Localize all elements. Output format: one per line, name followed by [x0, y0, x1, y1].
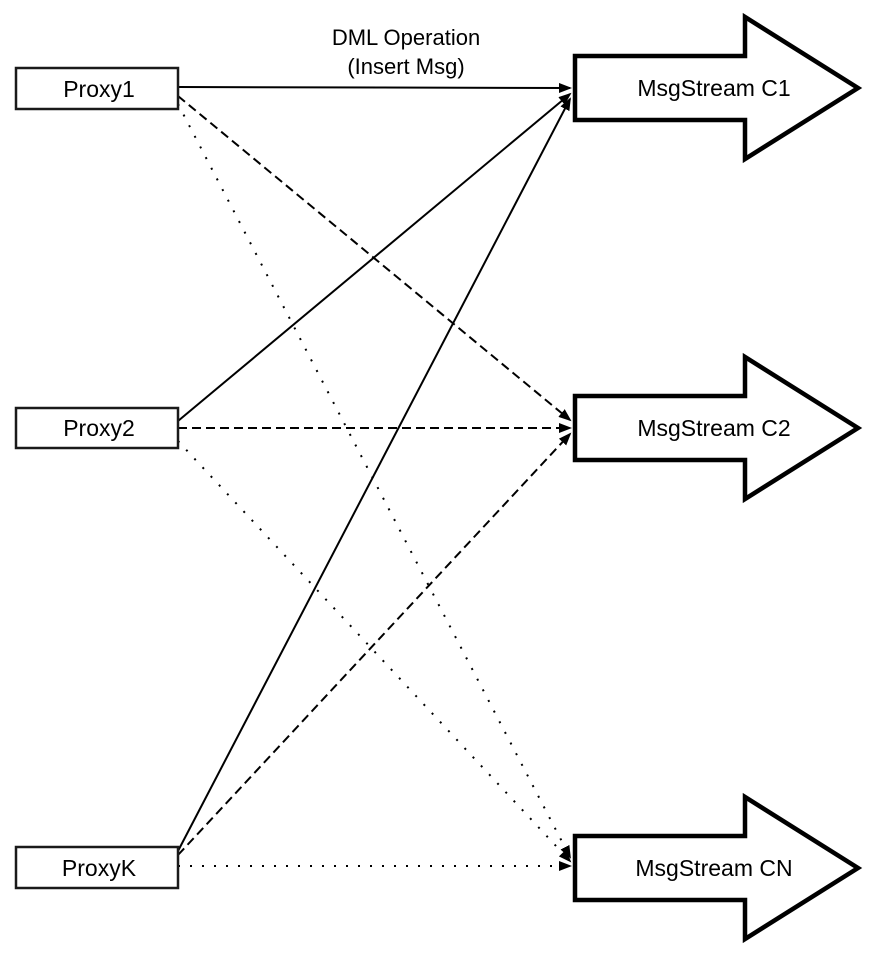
msgstream-c2-label: MsgStream C2	[637, 415, 790, 441]
edge-proxyk-to-c2-dashed	[177, 432, 572, 856]
proxy2-box	[14, 406, 180, 450]
msgstream-c1-node: MsgStream C1	[572, 12, 863, 164]
msgstream-cn-arrow-shape	[572, 792, 863, 944]
edge-proxyk-to-c1-solid	[177, 97, 571, 852]
proxyk-box	[14, 845, 180, 890]
proxy2-label: Proxy2	[63, 415, 135, 441]
msgstream-c2-node: MsgStream C2	[572, 352, 863, 504]
msgstream-c1-label: MsgStream C1	[637, 75, 790, 101]
edge-proxy2-to-cn-dotted	[177, 440, 572, 863]
msgstream-c1-arrow-shape	[572, 12, 863, 164]
diagram-title-line1: DML Operation	[332, 25, 480, 50]
proxyk-node: ProxyK	[14, 845, 180, 890]
proxy2-node: Proxy2	[14, 406, 180, 450]
edge-proxy1-to-cn-dotted	[177, 103, 571, 859]
msgstream-cn-label: MsgStream CN	[635, 855, 792, 881]
msgstream-c2-arrow-shape	[572, 352, 863, 504]
edge-proxy2-to-c1-solid	[177, 92, 572, 422]
edge-proxy1-to-c1-solid	[177, 82, 572, 93]
proxyk-label: ProxyK	[62, 855, 137, 881]
diagram-title-line2: (Insert Msg)	[347, 54, 464, 79]
proxy1-node: Proxy1	[14, 66, 180, 111]
msgstream-cn-node: MsgStream CN	[572, 792, 863, 944]
proxy1-box	[14, 66, 180, 111]
proxy1-label: Proxy1	[63, 76, 135, 102]
